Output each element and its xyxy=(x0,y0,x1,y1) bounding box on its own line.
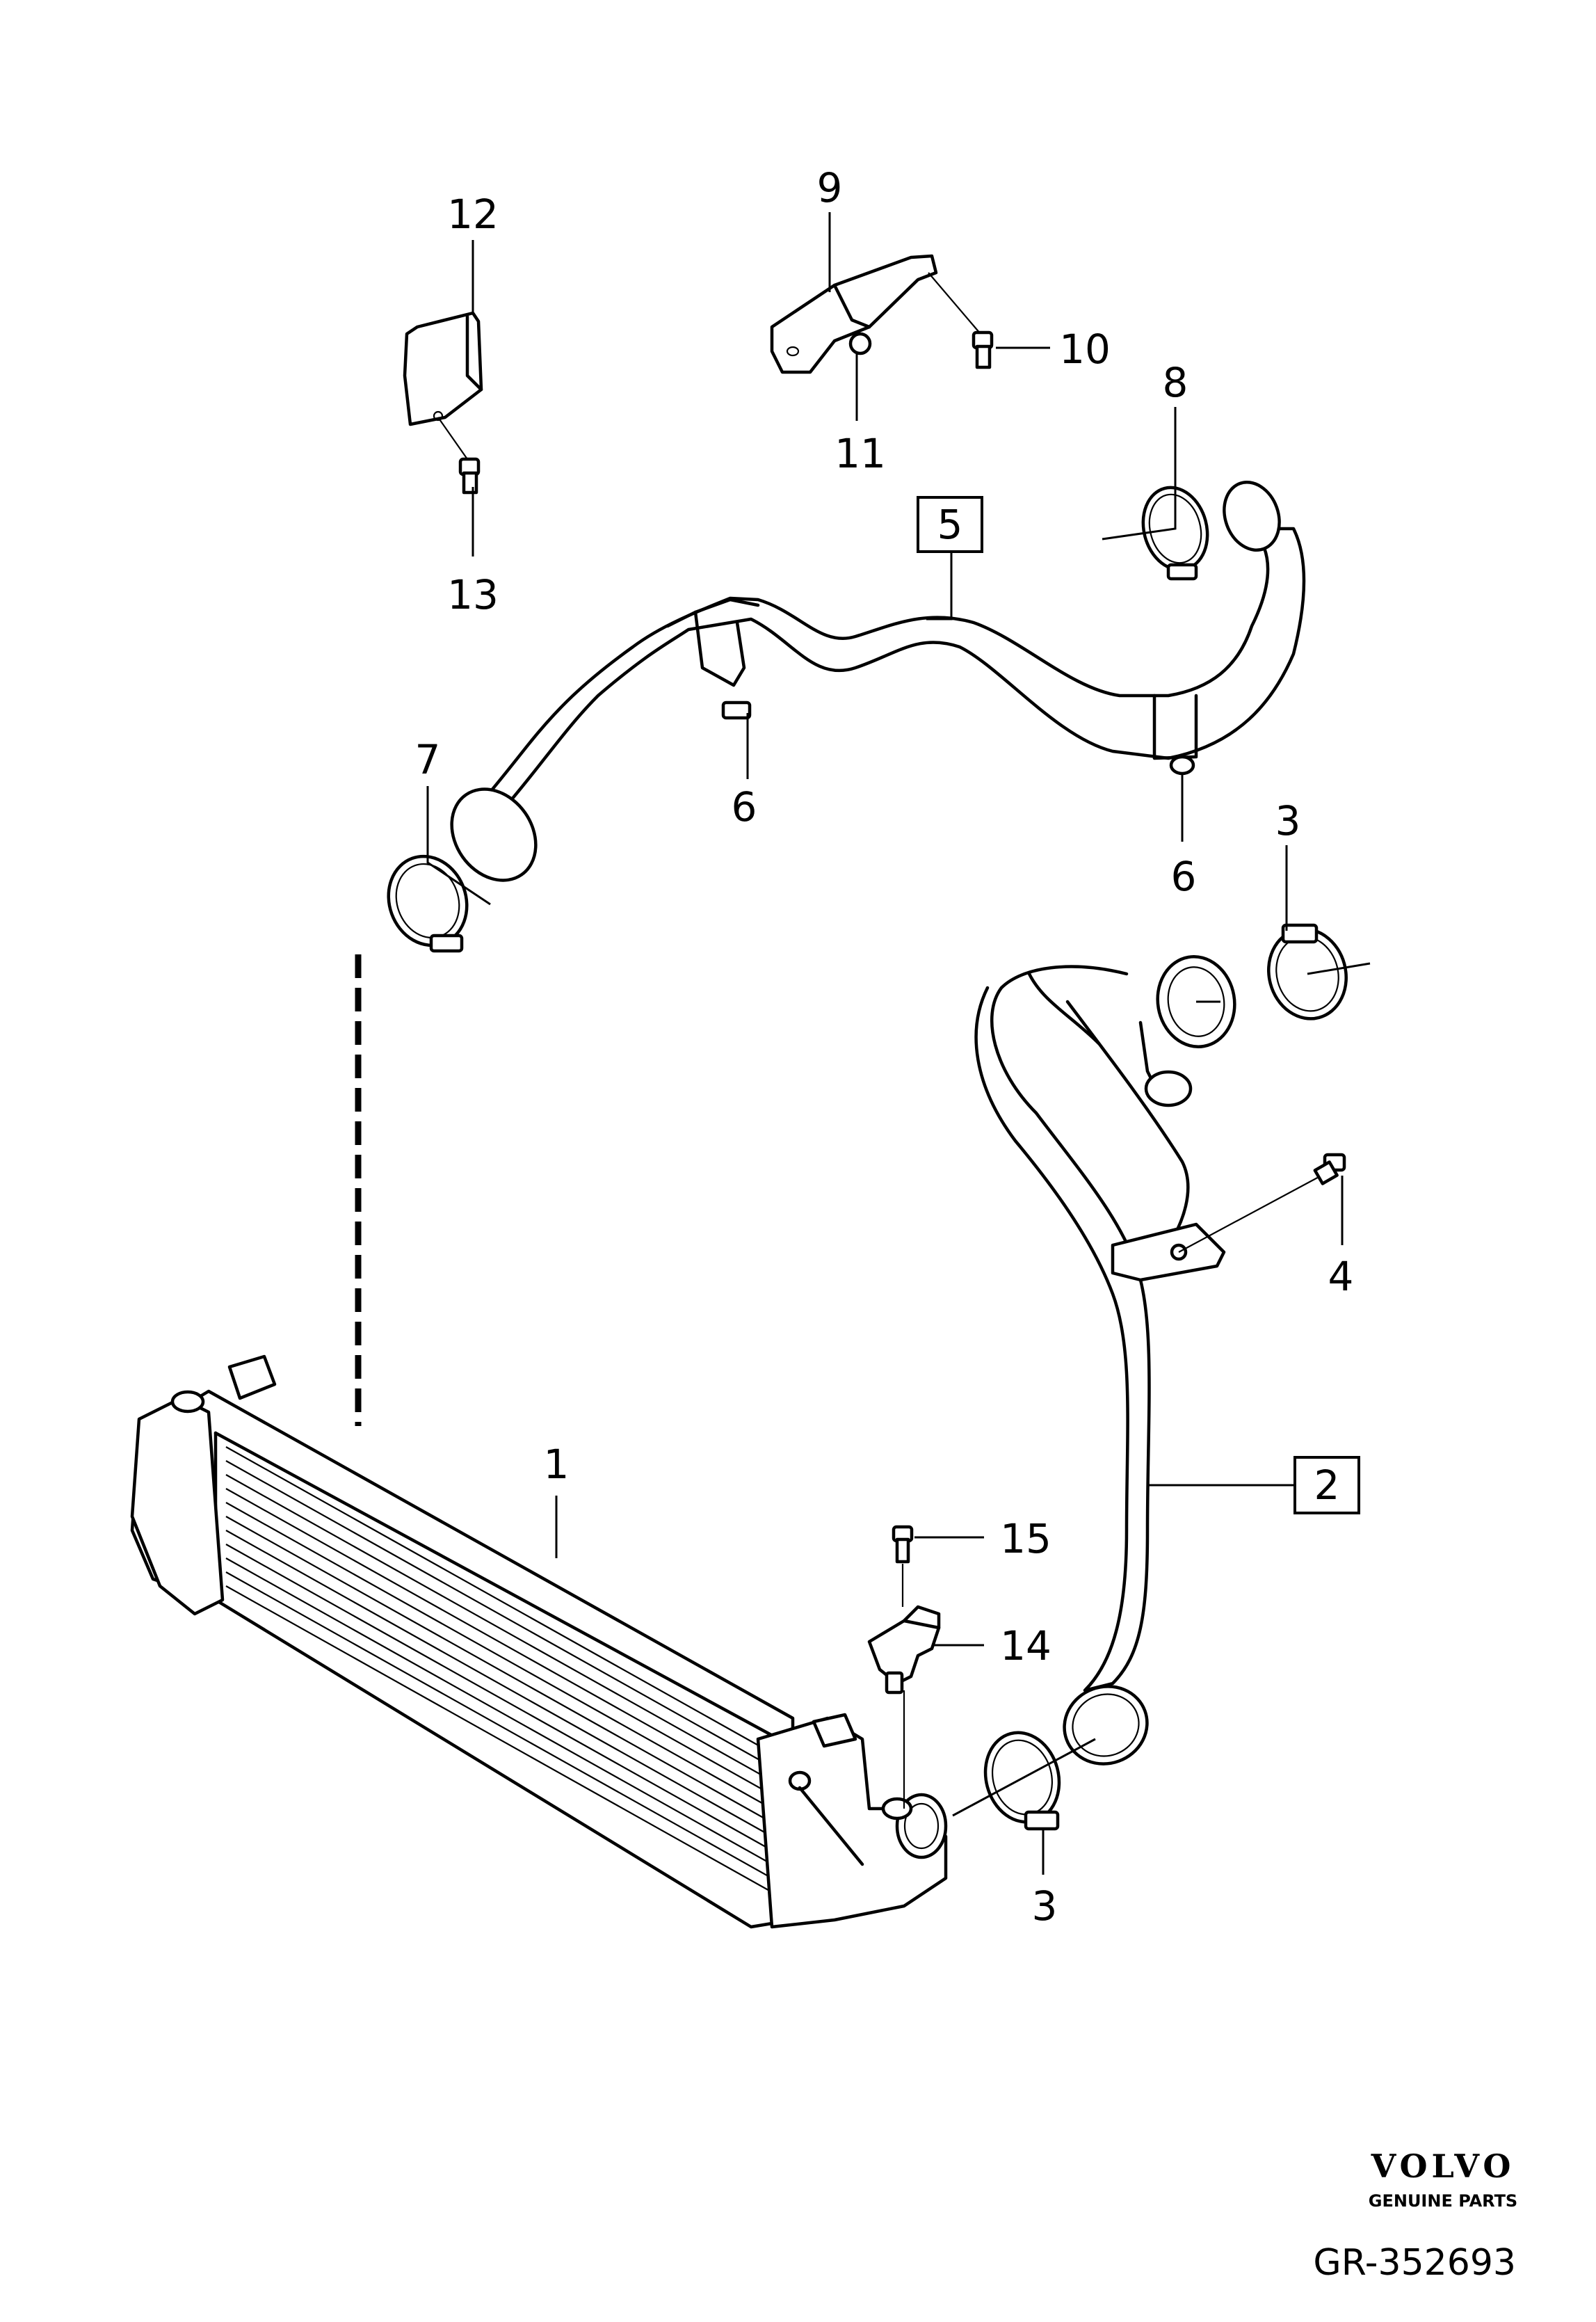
callout-15: 15 xyxy=(1000,1515,1051,1562)
part-13-bolt xyxy=(437,417,481,495)
callouts: 12 13 9 10 11 8 5 7 6 6 3 4 2 1 15 14 3 xyxy=(415,164,1360,1930)
callout-6b: 6 xyxy=(1171,853,1197,900)
callout-14: 14 xyxy=(1000,1622,1051,1670)
diagram-reference: GR-352693 xyxy=(1313,2242,1516,2284)
brand-logo: VOLVO GENUINE PARTS xyxy=(1369,2147,1517,2211)
part-9-bracket xyxy=(770,254,938,374)
callout-2-box xyxy=(1293,1456,1360,1514)
part-4-bolt xyxy=(1178,1153,1346,1253)
callout-11: 11 xyxy=(835,430,886,477)
part-12-bracket xyxy=(403,311,483,426)
leader-lines xyxy=(426,212,1371,1875)
part-7-clamp xyxy=(387,854,469,953)
callout-4: 4 xyxy=(1328,1253,1354,1300)
part-6-clamp-left xyxy=(721,700,752,720)
callout-5-box xyxy=(917,496,983,553)
callout-10: 10 xyxy=(1059,326,1111,373)
callout-3b: 3 xyxy=(1032,1882,1058,1930)
intercooler-fins xyxy=(225,1446,773,1893)
part-1-intercooler xyxy=(130,1354,948,1929)
callout-2: 2 xyxy=(1314,1462,1340,1509)
part-15-bolt xyxy=(892,1525,914,1607)
callout-12: 12 xyxy=(447,191,499,238)
callout-7: 7 xyxy=(415,736,441,783)
callout-1: 1 xyxy=(544,1441,570,1488)
part-10-bolt xyxy=(928,272,994,369)
callout-9: 9 xyxy=(817,164,843,211)
part-14-sensor xyxy=(867,1605,941,1809)
callout-8: 8 xyxy=(1163,359,1188,406)
brand-tagline: GENUINE PARTS xyxy=(1369,2191,1517,2211)
callout-3a: 3 xyxy=(1275,797,1301,844)
part-2-charge-pipe xyxy=(974,955,1236,1765)
brand-name: VOLVO xyxy=(1371,2147,1515,2185)
callout-5: 5 xyxy=(937,501,963,548)
callout-13: 13 xyxy=(447,571,499,618)
callout-6a: 6 xyxy=(732,783,757,831)
part-5-charge-pipe xyxy=(450,481,1306,882)
